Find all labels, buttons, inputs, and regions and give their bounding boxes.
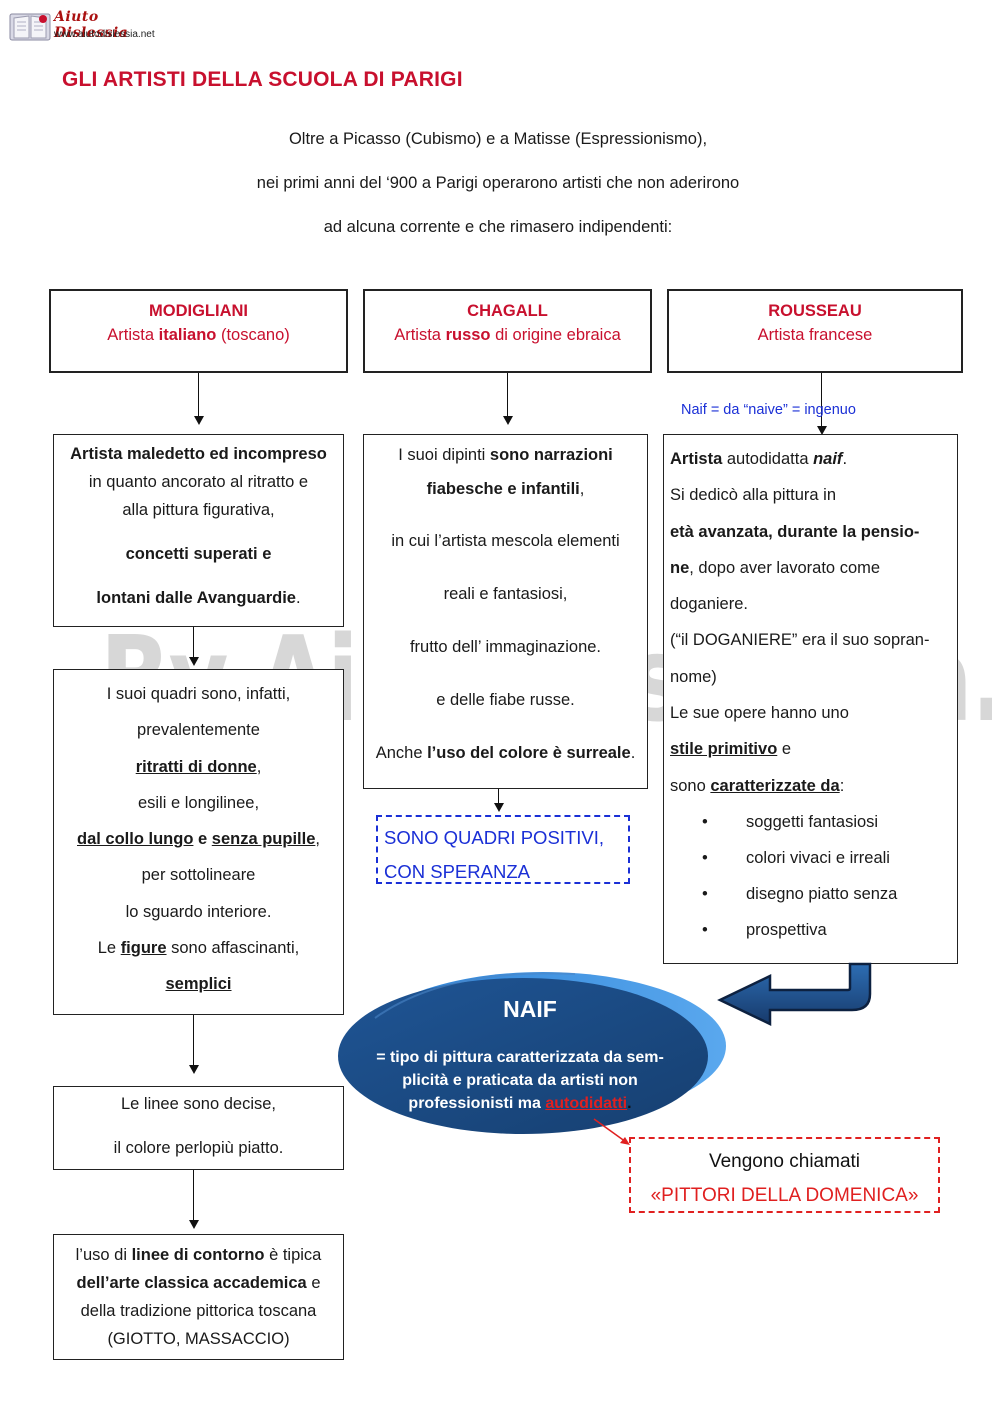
naif-title: NAIF	[503, 996, 557, 1022]
site-logo[interactable]: Aiuto Dislessia www.aiutodislessia.net	[8, 8, 168, 44]
text-line: Si dedicò alla pittura in	[670, 486, 837, 505]
text-line: esili e longilinee,	[137, 793, 260, 812]
domenica-note: Vengono chiamati «PITTORI DELLA DOMENICA…	[629, 1137, 940, 1213]
text-line: I suoi quadri sono, infatti,	[106, 685, 291, 703]
text-line: Le figure sono affascinanti,	[97, 939, 300, 958]
definition-line: plicità e praticata da artisti non	[402, 1072, 638, 1089]
chagall-name: CHAGALL	[467, 302, 548, 320]
modigliani-box-3: Le linee sono decise, il colore perlopiù…	[53, 1086, 344, 1170]
text-line: reali e fantasiosi,	[443, 585, 568, 603]
text-line: I suoi dipinti sono narrazioni	[398, 446, 613, 464]
modigliani-name: MODIGLIANI	[149, 302, 248, 320]
text-line: dal collo lungo e senza pupille,	[77, 830, 320, 849]
naif-definition: = tipo di pittura caratterizzata da sem-…	[360, 1046, 680, 1115]
text-line: doganiere.	[670, 595, 748, 614]
text-line: per sottolineare	[141, 866, 256, 885]
connector-arrow	[193, 627, 194, 659]
text-line: ne, dopo aver lavorato come	[670, 558, 881, 577]
text-line: (“il DOGANIERE” era il suo sopran-	[670, 631, 930, 650]
arrow-head-icon	[194, 416, 204, 425]
text-line: Artista autodidatta naif.	[670, 450, 848, 468]
red-arrow-icon	[593, 1118, 630, 1145]
text-line: lontani dalle Avanguardie.	[96, 589, 301, 607]
arrow-head-icon	[503, 416, 513, 425]
list-item: disegno piatto senza	[670, 876, 957, 912]
text-line: ritratti di donne,	[135, 757, 262, 776]
text-line: Anche l’uso del colore è surreale.	[375, 744, 636, 762]
list-item: soggetti fantasiosi	[670, 804, 957, 840]
text-line: prevalentemente	[137, 721, 260, 740]
text-line: stile primitivo e	[670, 740, 792, 759]
chagall-positive-note: SONO QUADRI POSITIVI, CON SPERANZA	[376, 815, 630, 884]
text-line: l’uso di linee di contorno è tipica	[75, 1246, 322, 1264]
chagall-subtitle: Artista russo di origine ebraica	[394, 326, 621, 344]
arrow-head-icon	[189, 657, 199, 666]
naif-ellipse-shape	[338, 972, 726, 1134]
arrow-head-icon	[189, 1220, 199, 1229]
arrow-head-icon	[189, 1065, 199, 1074]
text-line: alla pittura figurativa,	[122, 501, 275, 519]
rousseau-name: ROUSSEAU	[768, 302, 862, 320]
list-item: prospettiva	[670, 912, 957, 948]
text-line: frutto dell’ immaginazione.	[409, 638, 602, 656]
note-line: Vengono chiamati	[708, 1151, 861, 1172]
definition-line: professionisti ma autodidatti.	[408, 1095, 632, 1112]
text-line: età avanzata, durante la pensio-	[670, 522, 920, 541]
rousseau-box-1: Artista autodidatta naif. Si dedicò alla…	[663, 434, 958, 964]
text-line: sono caratterizzate da:	[670, 776, 845, 795]
logo-url: www.aiutodislessia.net	[54, 29, 155, 40]
text-line: concetti superati e	[125, 545, 272, 563]
intro-text: Oltre a Picasso (Cubismo) e a Matisse (E…	[150, 130, 846, 262]
modigliani-header: MODIGLIANI Artista italiano (toscano)	[49, 289, 348, 373]
characteristics-list: soggetti fantasiosi colori vivaci e irre…	[670, 804, 957, 948]
list-item: colori vivaci e irreali	[670, 840, 957, 876]
text-line: Artista maledetto ed incompreso	[70, 445, 327, 463]
curved-arrow-icon	[717, 962, 872, 1026]
connector-arrow	[198, 373, 199, 418]
text-line: e delle fiabe russe.	[436, 691, 575, 709]
text-line: il colore perlopiù piatto.	[113, 1139, 284, 1157]
text-line: Le sue opere hanno uno	[670, 704, 849, 723]
rousseau-subtitle: Artista francese	[757, 326, 873, 344]
text-line: in cui l’artista mescola elementi	[391, 532, 620, 550]
intro-line: nei primi anni del ‘900 a Parigi operaro…	[256, 174, 740, 192]
chagall-header: CHAGALL Artista russo di origine ebraica	[363, 289, 652, 373]
logo-brand: Aiuto Dislessia	[54, 9, 129, 41]
connector-arrow	[507, 373, 508, 418]
text-line: Le linee sono decise,	[120, 1095, 277, 1113]
definition-line: = tipo di pittura caratterizzata da sem-	[376, 1049, 664, 1066]
modigliani-subtitle: Artista italiano (toscano)	[107, 326, 290, 344]
text-line: della tradizione pittorica toscana	[80, 1302, 317, 1320]
connector-arrow	[498, 789, 499, 805]
text-line: (GIOTTO, MASSACCIO)	[107, 1330, 290, 1348]
modigliani-box-1: Artista maledetto ed incompreso in quant…	[53, 434, 344, 627]
text-line: nome)	[670, 667, 717, 686]
connector-arrow	[193, 1170, 194, 1222]
text-line: dell’arte classica accademica e	[76, 1274, 321, 1292]
intro-line: Oltre a Picasso (Cubismo) e a Matisse (E…	[288, 130, 708, 148]
note-line: SONO QUADRI POSITIVI,	[384, 827, 604, 848]
connector-arrow	[821, 373, 822, 428]
text-line: lo sguardo interiore.	[125, 902, 272, 921]
text-line: in quanto ancorato al ritratto e	[88, 473, 309, 491]
text-line: semplici	[165, 975, 232, 994]
autodidatti-highlight: autodidatti	[545, 1095, 628, 1112]
chagall-box-1: I suoi dipinti sono narrazioni fiabesche…	[363, 434, 648, 789]
naif-definition-note: Naif = da “naive” = ingenuo	[681, 402, 856, 418]
note-line: «PITTORI DELLA DOMENICA»	[650, 1185, 919, 1206]
intro-line: ad alcuna corrente e che rimasero indipe…	[323, 218, 673, 236]
note-line: CON SPERANZA	[384, 861, 530, 882]
arrow-head-icon	[494, 803, 504, 812]
modigliani-box-4: l’uso di linee di contorno è tipica dell…	[53, 1234, 344, 1360]
modigliani-box-2: I suoi quadri sono, infatti, prevalentem…	[53, 669, 344, 1015]
page-title: GLI ARTISTI DELLA SCUOLA DI PARIGI	[62, 68, 463, 91]
rousseau-header: ROUSSEAU Artista francese	[667, 289, 963, 373]
book-logo-icon	[9, 13, 51, 41]
arrow-head-icon	[817, 426, 827, 435]
connector-arrow	[193, 1015, 194, 1067]
text-line: fiabesche e infantili,	[426, 480, 585, 498]
